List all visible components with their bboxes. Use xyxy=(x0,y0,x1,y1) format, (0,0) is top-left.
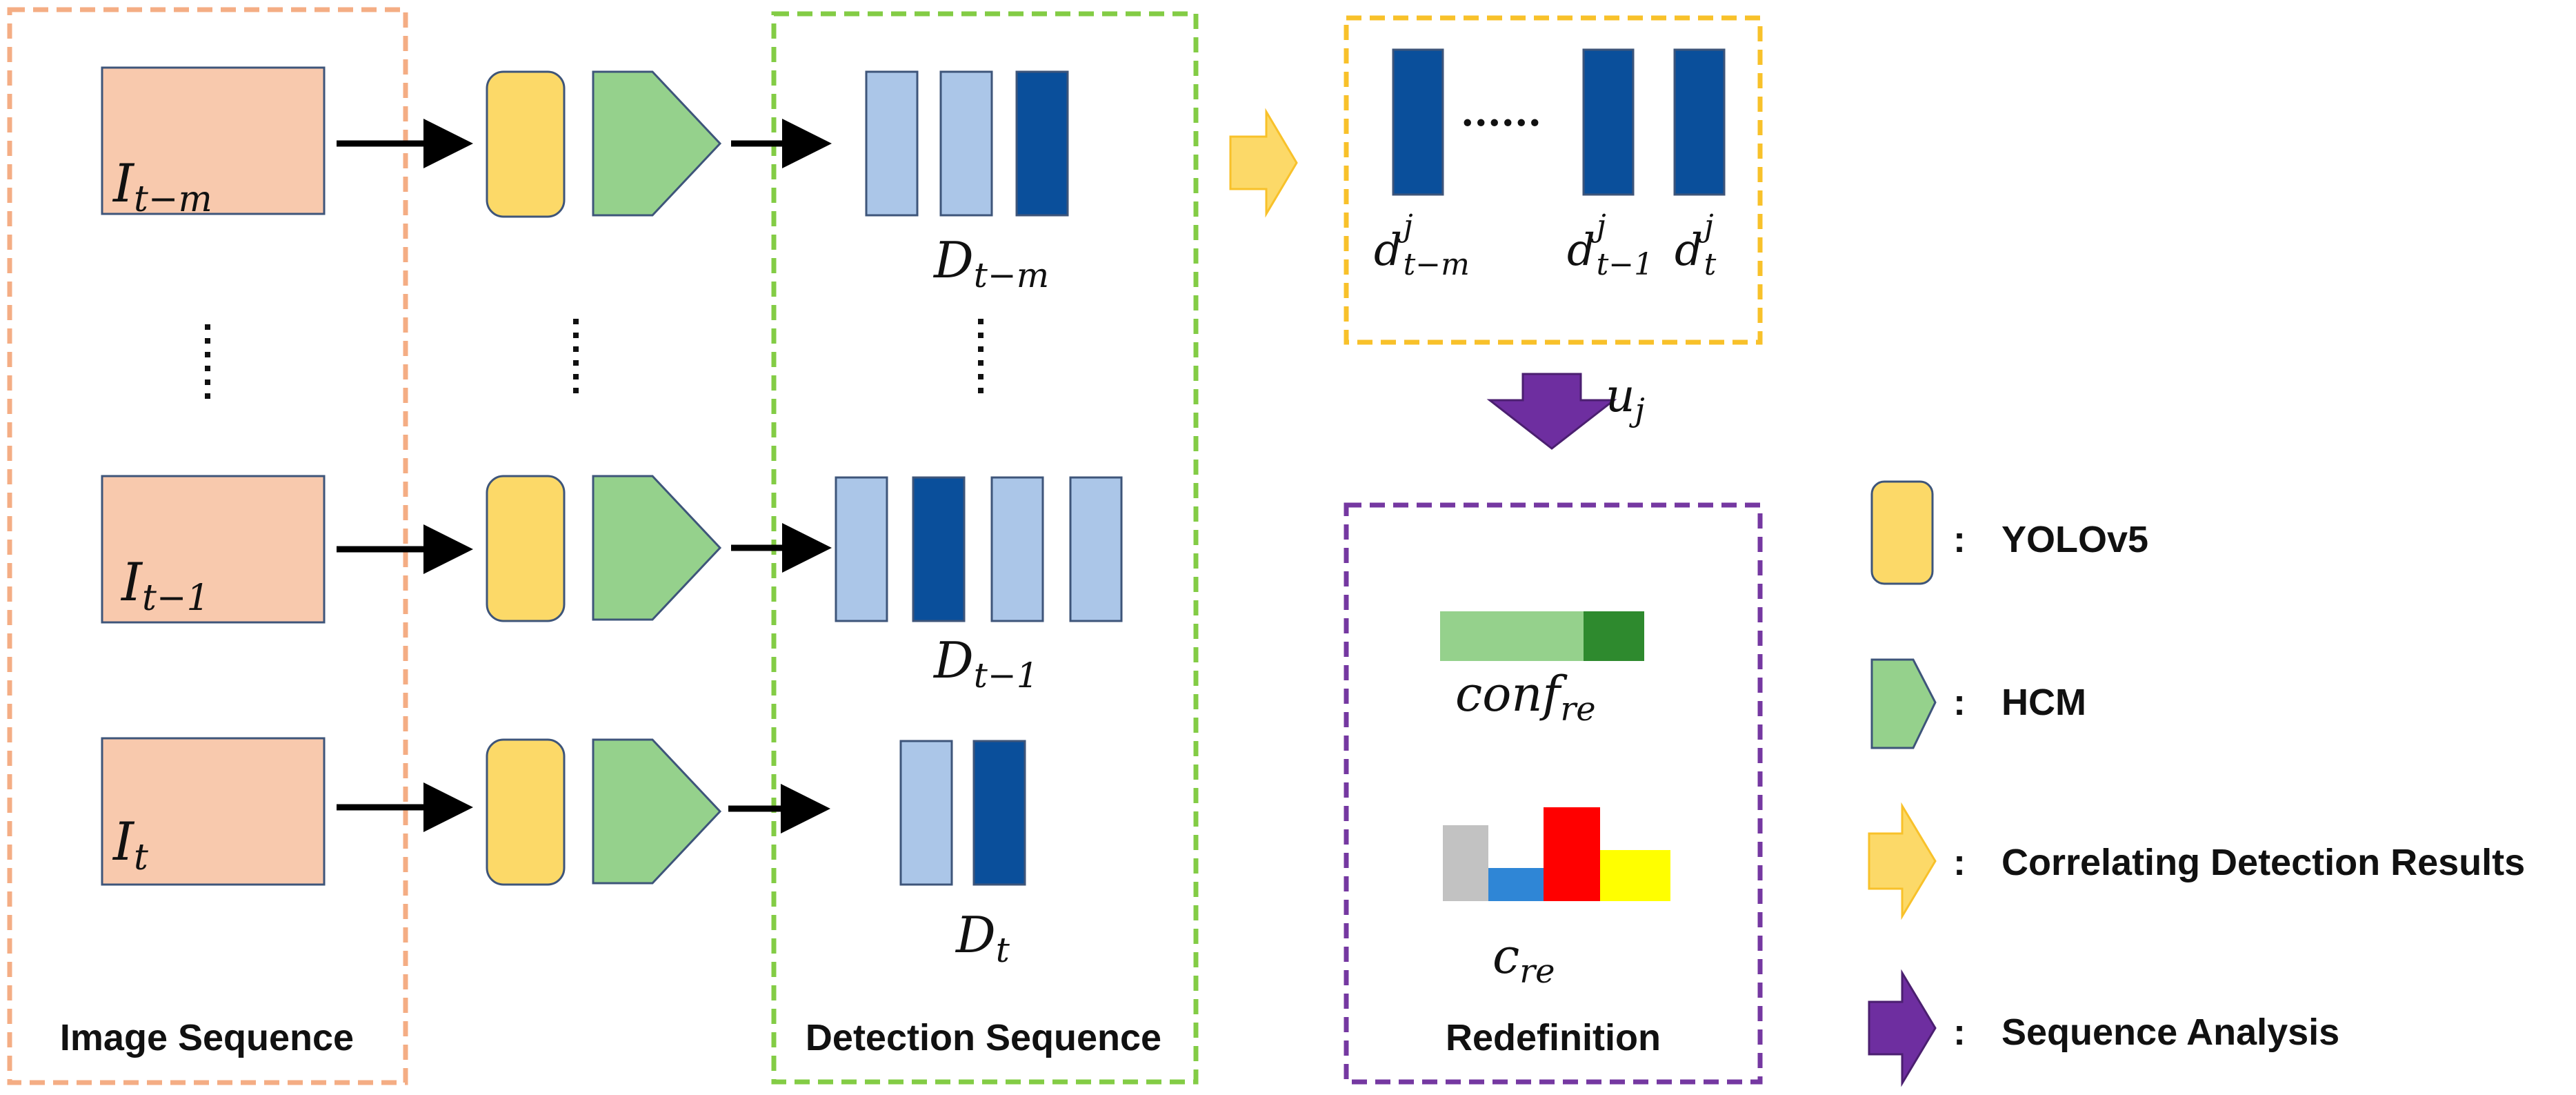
image-label-mid: It−1 xyxy=(120,551,210,619)
legend-analysis-sep: : xyxy=(1953,1012,1966,1053)
detection-label-top: Dt−m xyxy=(932,231,1049,295)
correlated-results-box xyxy=(1344,15,1763,345)
image-sequence-box xyxy=(7,7,408,1085)
image-frame-top xyxy=(101,66,326,215)
legend-correlating-label: Correlating Detection Results xyxy=(2001,842,2525,883)
legend-hcm-label: HCM xyxy=(2001,682,2086,723)
detection-box xyxy=(972,740,1026,886)
detection-box xyxy=(835,476,888,622)
conf-bar-light xyxy=(1440,611,1584,661)
sequence-analysis-arrow xyxy=(1486,373,1617,450)
detection-box xyxy=(939,70,993,217)
detection-ellipsis xyxy=(978,319,984,393)
detection-box xyxy=(899,740,953,886)
hcm-block-top xyxy=(592,70,722,217)
analysis-label: uj xyxy=(1606,369,1645,428)
detection-label-mid: Dt−1 xyxy=(932,631,1039,696)
correlated-box-t-1 xyxy=(1582,48,1635,196)
detection-box xyxy=(912,476,966,622)
legend-correlating-icon xyxy=(1868,802,1937,920)
correlated-box-t xyxy=(1673,48,1726,196)
conf-label: confre xyxy=(1455,666,1596,729)
class-bar-gray xyxy=(1443,825,1488,901)
class-label: cre xyxy=(1492,928,1555,991)
detection-set-bottom xyxy=(899,740,1026,886)
image-frame-bottom xyxy=(101,737,326,886)
legend-correlating-sep: : xyxy=(1953,842,1966,883)
correlated-ellipsis: ...... xyxy=(1461,90,1541,135)
legend-yolo-label: YOLOv5 xyxy=(2001,519,2148,560)
legend-hcm-icon xyxy=(1870,658,1937,749)
detection-set-top xyxy=(865,70,1069,217)
correlated-box-t-m xyxy=(1392,48,1444,196)
detection-box xyxy=(865,70,919,217)
yolo-block-top xyxy=(486,70,566,218)
legend-yolo-sep: : xyxy=(1953,519,1966,560)
yolo-block-bottom xyxy=(486,738,566,886)
detection-label-bottom: Dt xyxy=(955,906,1010,970)
hcm-block-bottom xyxy=(592,738,722,885)
detection-set-mid xyxy=(835,476,1123,622)
legend-hcm-sep: : xyxy=(1953,682,1966,723)
image-label-top: It−m xyxy=(112,152,212,220)
redefinition-box xyxy=(1344,502,1763,1085)
detection-box xyxy=(990,476,1044,622)
class-bar-red xyxy=(1544,807,1600,901)
conf-bar-dark xyxy=(1584,611,1644,661)
detection-sequence-title: Detection Sequence xyxy=(806,1017,1161,1058)
class-bar-yellow xyxy=(1600,850,1670,901)
hcm-block-mid xyxy=(592,475,722,621)
image-ellipsis xyxy=(205,324,210,399)
legend-yolo-icon xyxy=(1870,480,1934,585)
detection-box xyxy=(1015,70,1069,217)
legend-analysis-icon xyxy=(1868,969,1937,1087)
correlating-arrow xyxy=(1229,108,1298,218)
redefinition-title: Redefinition xyxy=(1446,1017,1661,1058)
legend-analysis-label: Sequence Analysis xyxy=(2001,1012,2339,1053)
yolo-block-mid xyxy=(486,475,566,622)
image-sequence-title: Image Sequence xyxy=(60,1017,354,1058)
model-ellipsis xyxy=(573,319,579,393)
image-frame-mid xyxy=(101,475,326,624)
image-label-bottom: It xyxy=(112,811,148,878)
detection-box xyxy=(1069,476,1123,622)
class-bar-blue xyxy=(1488,868,1544,901)
